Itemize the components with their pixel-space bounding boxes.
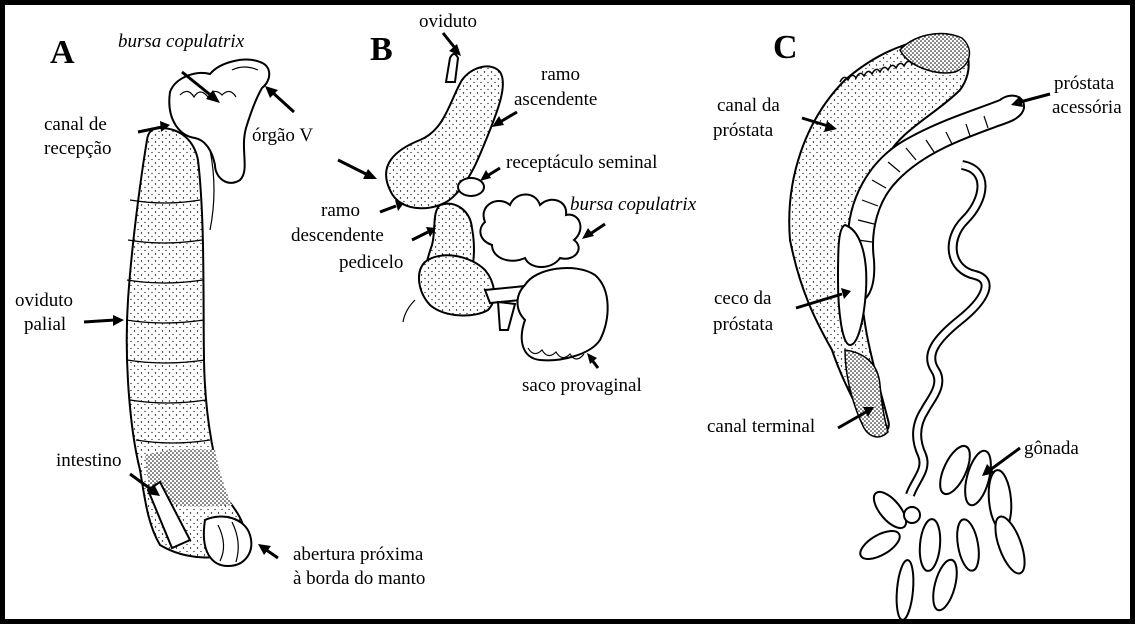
label-c-terminal: canal terminal [707, 416, 815, 437]
label-a-abertura-2: à borda do manto [293, 568, 425, 589]
label-c-ceco-1: ceco da [714, 288, 772, 309]
label-b-ramo-2: ascendente [514, 89, 597, 110]
label-c-canal-1: canal da [717, 95, 780, 116]
label-c-ceco-2: próstata [713, 314, 774, 335]
label-a-abertura-1: abertura próxima [293, 544, 424, 565]
label-b-desc-1: ramo [321, 200, 360, 221]
label-b-ramo-1: ramo [541, 64, 580, 85]
label-c-prostata-2: acessória [1052, 97, 1122, 118]
label-c-canal-2: próstata [713, 120, 774, 141]
label-a-orgao: órgão V [252, 125, 313, 146]
label-c-prostata-1: próstata [1054, 73, 1115, 94]
label-a-intestino: intestino [56, 450, 121, 471]
label-b-bursa: bursa copulatrix [570, 194, 697, 215]
label-b-oviduto: oviduto [419, 11, 477, 32]
receptaculo-seminal [458, 178, 484, 196]
abertura-end [204, 516, 251, 566]
label-a-oviduto-1: oviduto [15, 290, 73, 311]
panel-a-letter: A [50, 34, 75, 71]
label-b-receptaculo: receptáculo seminal [506, 152, 657, 173]
saco-provaginal [518, 268, 608, 360]
label-a-oviduto-2: palial [24, 314, 66, 335]
label-a-bursa: bursa copulatrix [118, 31, 245, 52]
label-a-canal-2: recepção [44, 138, 112, 159]
label-a-canal-1: canal de [44, 114, 107, 135]
label-b-saco: saco provaginal [522, 375, 642, 396]
panel-c-letter: C [773, 29, 798, 66]
label-c-gonada: gônada [1024, 438, 1079, 459]
label-b-desc-2: descendente [291, 225, 384, 246]
panel-b-letter: B [370, 31, 393, 68]
label-b-pedicelo: pedicelo [339, 252, 403, 273]
